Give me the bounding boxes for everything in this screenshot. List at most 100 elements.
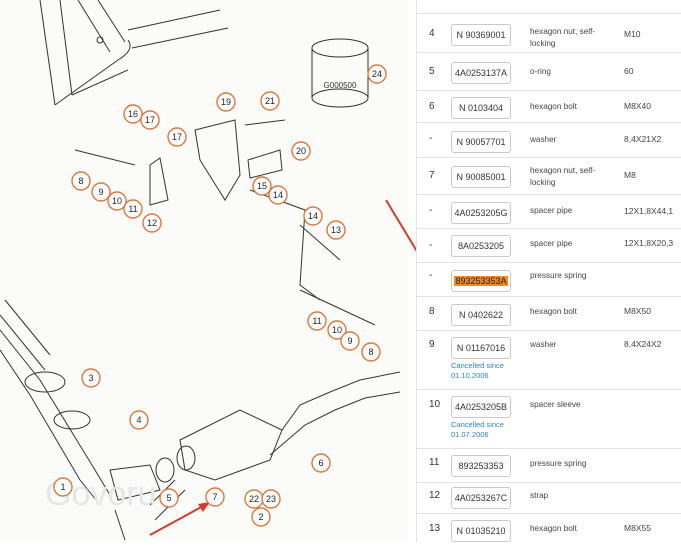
callout-3[interactable]: 3: [81, 368, 101, 388]
part-spec: M8X50: [624, 306, 651, 316]
part-spec: 12X1,8X20,3: [624, 238, 674, 248]
callout-24[interactable]: 24: [367, 64, 387, 84]
parts-row[interactable]: 10 4A0253205B Cancelled since 01.07.2006…: [417, 389, 681, 449]
part-description: washer: [530, 135, 557, 144]
parts-row[interactable]: - 8A0253205 spacer pipe 12X1,8X20,3: [417, 228, 681, 263]
parts-row[interactable]: 13 N 01035210 hexagon bolt M8X55: [417, 513, 681, 543]
callout-16[interactable]: 16: [123, 104, 143, 124]
part-spec: M10: [624, 29, 641, 39]
callout-1[interactable]: 1: [53, 477, 73, 497]
position-number: 12: [429, 490, 441, 501]
svg-text:21: 21: [265, 96, 275, 106]
part-description: pressure spring: [530, 271, 587, 280]
callout-11b[interactable]: 11: [307, 311, 327, 331]
part-description: hexagon bolt: [530, 307, 577, 316]
parts-row[interactable]: 12 4A0253267C strap: [417, 482, 681, 514]
parts-row[interactable]: - N 90057701 washer 8,4X21X2: [417, 122, 681, 158]
svg-text:14: 14: [273, 190, 283, 200]
part-number-button[interactable]: N 90057701: [451, 131, 511, 153]
svg-text:23: 23: [266, 494, 276, 504]
part-number-button[interactable]: 4A0253205G: [451, 202, 511, 224]
position-number: 6: [429, 101, 435, 112]
callout-14a[interactable]: 14: [268, 185, 288, 205]
part-number-button[interactable]: 4A0253205B: [451, 396, 511, 418]
part-description: spacer sleeve: [530, 400, 581, 409]
part-description: hexagon nut, self-locking: [530, 27, 596, 48]
svg-text:10: 10: [332, 325, 342, 335]
part-number-button[interactable]: N 90369001: [451, 24, 511, 46]
part-description: hexagon bolt: [530, 102, 577, 111]
callout-10a[interactable]: 10: [107, 191, 127, 211]
part-description: o-ring: [530, 67, 551, 76]
part-number-button[interactable]: N 0402622: [451, 304, 511, 326]
callout-6[interactable]: 6: [311, 453, 331, 473]
svg-text:2: 2: [258, 512, 263, 522]
part-number-button-highlighted[interactable]: 893253353A: [451, 270, 511, 292]
svg-text:11: 11: [312, 316, 321, 326]
svg-text:8: 8: [78, 176, 83, 186]
part-number-button[interactable]: 893253353: [451, 455, 511, 477]
callout-9a[interactable]: 9: [91, 182, 111, 202]
parts-row[interactable]: 7 N 90085001 hexagon nut, self-locking M…: [417, 157, 681, 195]
svg-text:22: 22: [249, 494, 259, 504]
callout-23[interactable]: 23: [261, 489, 281, 509]
position-number: 7: [429, 170, 435, 181]
callout-22[interactable]: 22: [244, 489, 264, 509]
callout-13[interactable]: 13: [326, 220, 346, 240]
callout-17a[interactable]: 17: [140, 110, 160, 130]
svg-text:1: 1: [60, 482, 65, 492]
parts-list-panel: 4 N 90369001 hexagon nut, self-locking M…: [416, 0, 681, 542]
svg-text:6: 6: [318, 458, 323, 468]
callout-7[interactable]: 7: [205, 487, 225, 507]
svg-text:4: 4: [136, 415, 141, 425]
callout-8b[interactable]: 8: [361, 342, 381, 362]
callout-21[interactable]: 21: [260, 91, 280, 111]
callout-2[interactable]: 2: [251, 507, 271, 527]
callout-5[interactable]: 5: [159, 488, 179, 508]
position-number: -: [429, 240, 433, 251]
parts-row[interactable]: 6 N 0103404 hexagon bolt M8X40: [417, 90, 681, 123]
svg-text:7: 7: [212, 492, 217, 502]
parts-row[interactable]: 9 N 01167016 Cancelled since 01.10.2006 …: [417, 330, 681, 390]
diagram-drawing: G000500 Govoru 24 19 21 16: [0, 0, 401, 541]
callout-14b[interactable]: 14: [303, 206, 323, 226]
part-description: washer: [530, 340, 557, 349]
callout-11a[interactable]: 11: [123, 199, 143, 219]
position-number: 4: [429, 28, 435, 39]
part-number-button[interactable]: 8A0253205: [451, 235, 511, 257]
part-spec: 60: [624, 66, 634, 76]
callout-15[interactable]: 15: [252, 176, 272, 196]
callout-4[interactable]: 4: [129, 410, 149, 430]
part-description: strap: [530, 491, 549, 500]
exploded-parts-diagram: G000500 Govoru 24 19 21 16: [0, 0, 401, 541]
cancelled-notice-link[interactable]: Cancelled since 01.07.2006: [451, 420, 504, 439]
part-number-button[interactable]: 4A0253137A: [451, 62, 511, 84]
parts-row[interactable]: 5 4A0253137A o-ring 60: [417, 52, 681, 91]
callout-19[interactable]: 19: [216, 92, 236, 112]
part-number-button[interactable]: N 01167016: [451, 337, 511, 359]
callout-20[interactable]: 20: [291, 141, 311, 161]
part-description: hexagon bolt: [530, 524, 577, 533]
callout-8a[interactable]: 8: [71, 171, 91, 191]
callout-9b[interactable]: 9: [340, 331, 360, 351]
part-number-button[interactable]: 4A0253267C: [451, 487, 511, 509]
svg-text:17: 17: [145, 115, 155, 125]
part-description: spacer pipe: [530, 206, 573, 215]
svg-text:13: 13: [331, 225, 341, 235]
callout-17b[interactable]: 17: [167, 127, 187, 147]
parts-row[interactable]: - 4A0253205G spacer pipe 12X1,8X44,1: [417, 194, 681, 229]
parts-row-highlighted[interactable]: - 893253353A pressure spring: [417, 262, 681, 297]
part-number-button[interactable]: N 90085001: [451, 166, 511, 188]
svg-text:3: 3: [88, 373, 93, 383]
part-number-button[interactable]: N 0103404: [451, 97, 511, 119]
parts-row[interactable]: 4 N 90369001 hexagon nut, self-locking M…: [417, 13, 681, 53]
svg-text:19: 19: [221, 97, 231, 107]
callout-12[interactable]: 12: [142, 213, 162, 233]
parts-row[interactable]: 8 N 0402622 hexagon bolt M8X50: [417, 296, 681, 331]
rubber-ring-part: G000500: [311, 38, 369, 108]
position-number: 11: [429, 457, 440, 468]
cancelled-notice-link[interactable]: Cancelled since 01.10.2006: [451, 361, 504, 380]
parts-row[interactable]: 11 893253353 pressure spring: [417, 448, 681, 483]
part-number-button[interactable]: N 01035210: [451, 520, 511, 542]
callout-10b[interactable]: 10: [327, 320, 347, 340]
